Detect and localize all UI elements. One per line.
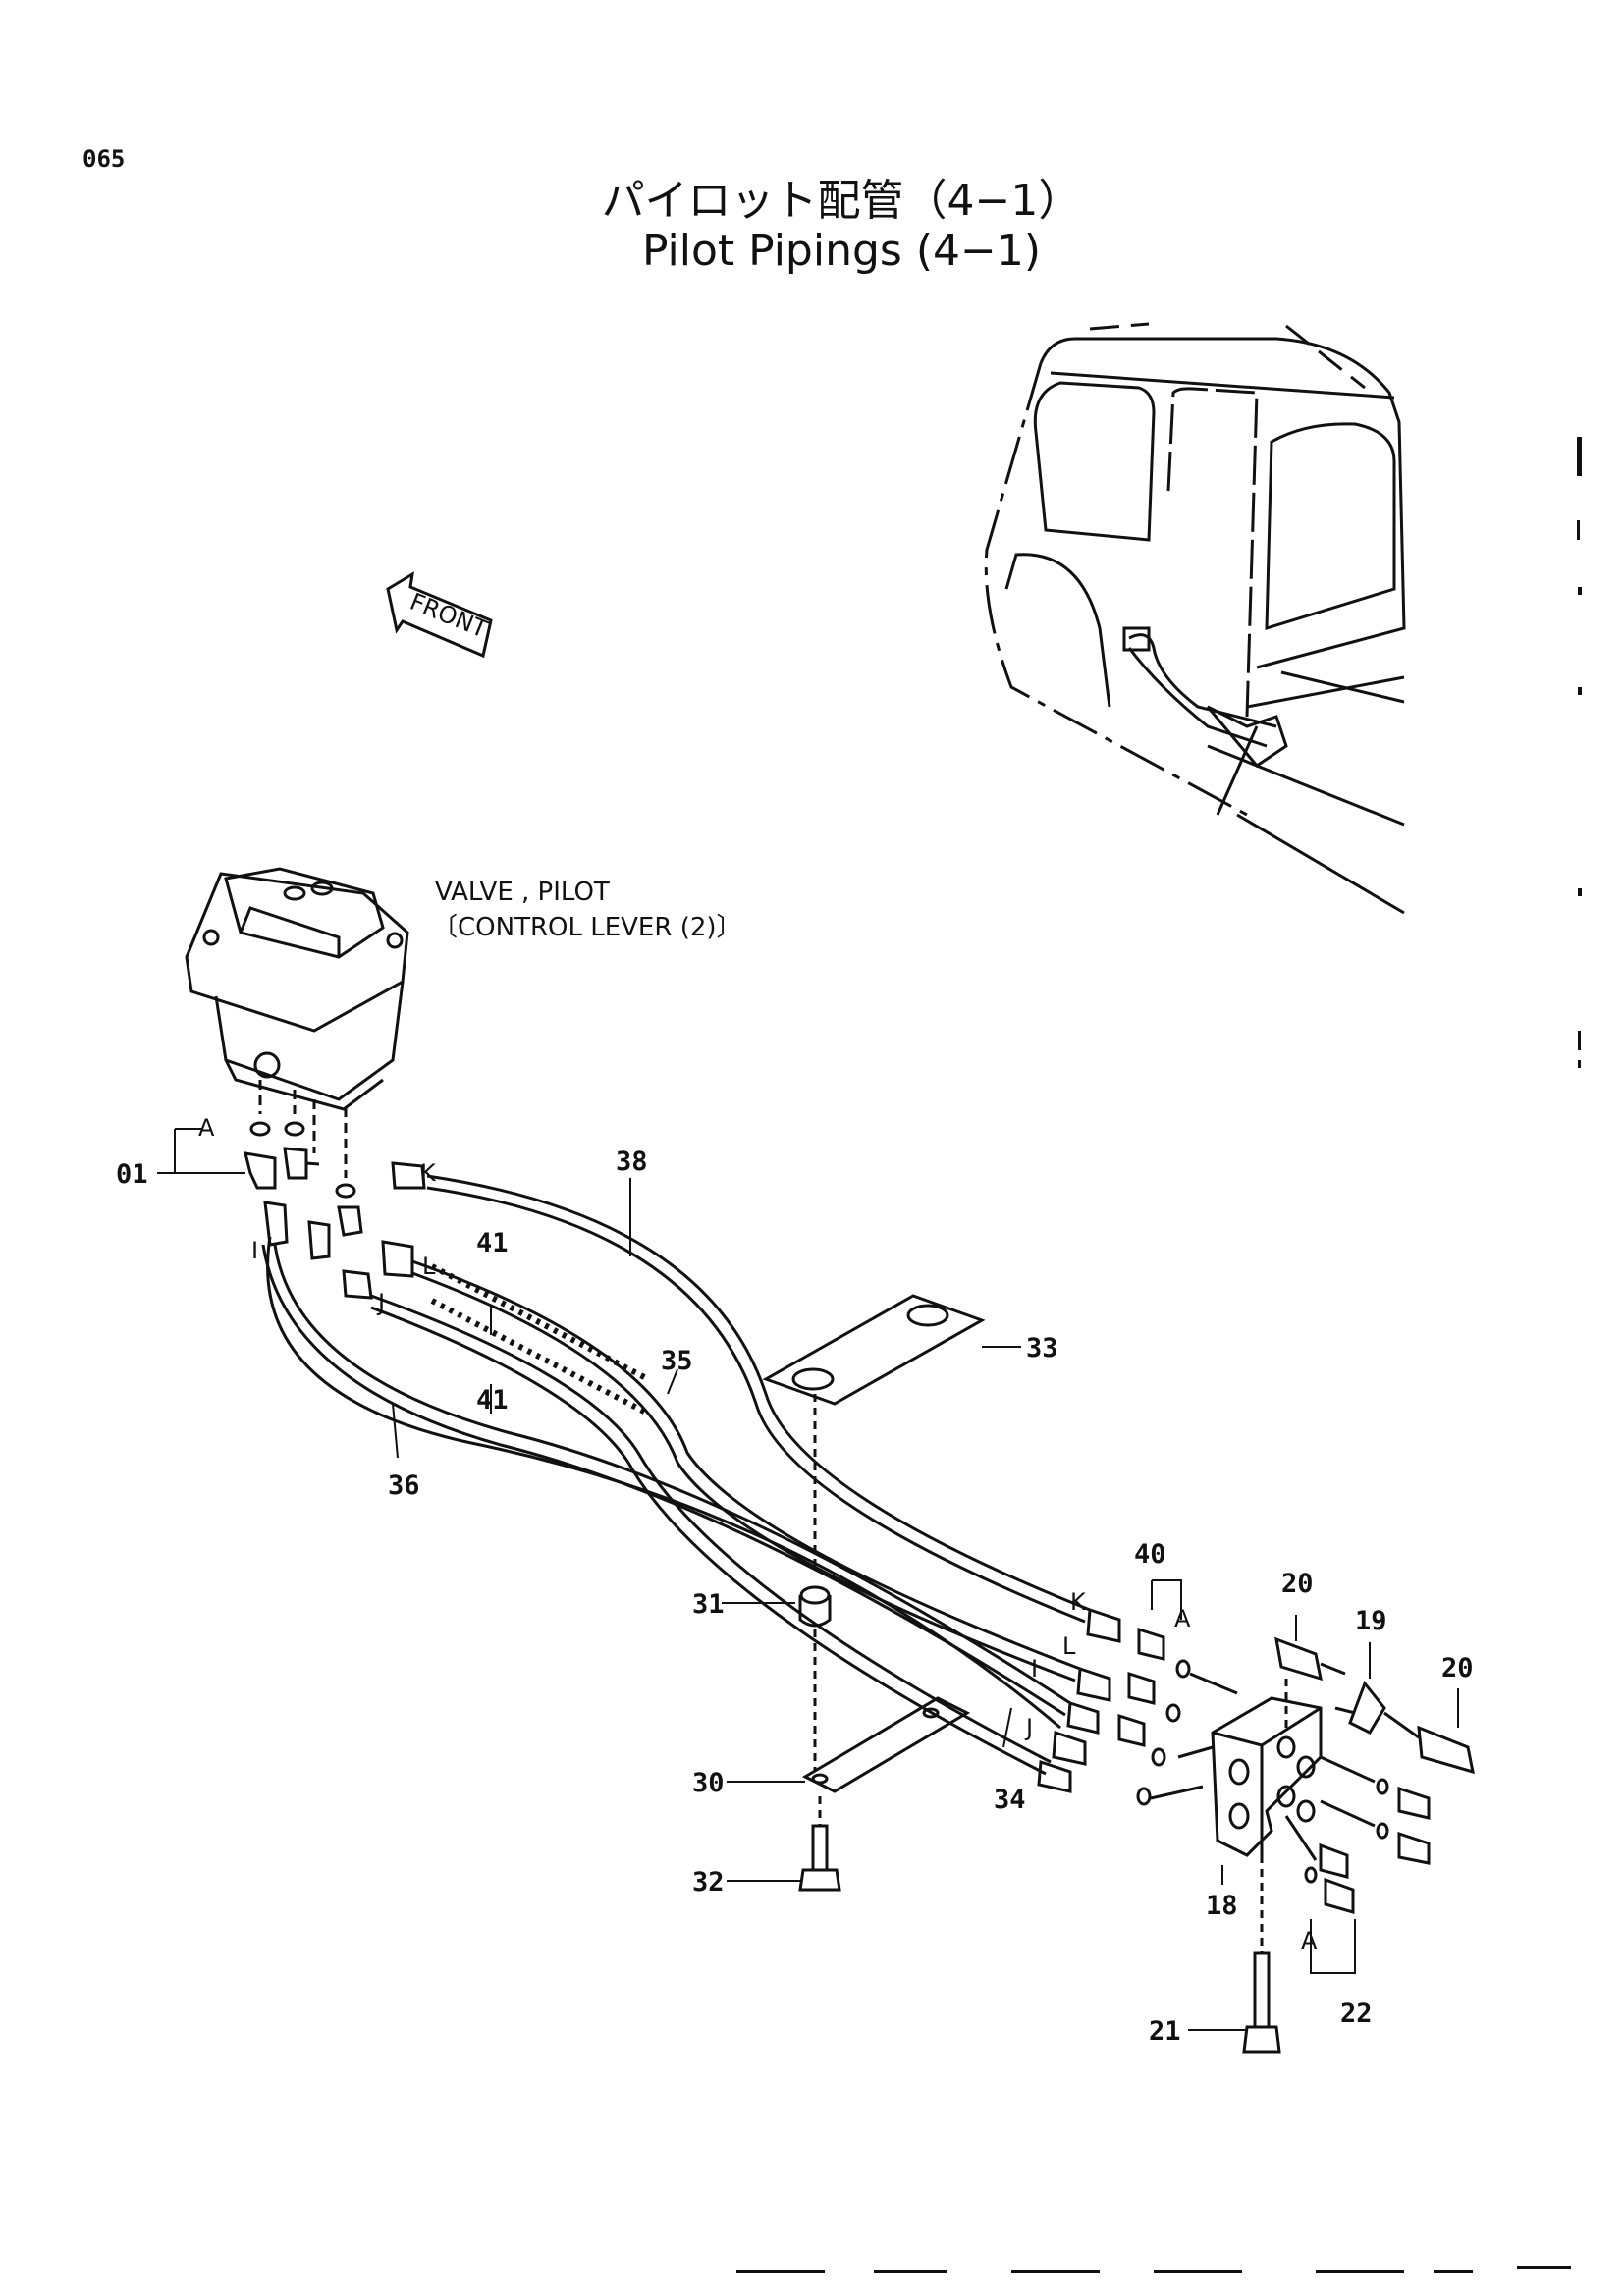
letter-i-valve: I	[251, 1237, 258, 1264]
plate-30	[801, 1696, 971, 1826]
pilot-valve-body	[185, 867, 409, 1178]
plate-33	[762, 1294, 986, 1571]
front-arrow	[386, 571, 493, 659]
callout-40: 40	[1134, 1539, 1166, 1570]
page-title-english: Pilot Pipings (4−1)	[641, 226, 1042, 276]
letter-a-right: A	[1174, 1605, 1191, 1632]
callout-35: 35	[661, 1346, 693, 1376]
spacer-31	[798, 1585, 832, 1772]
hose-guard-41	[430, 1263, 650, 1416]
callout-20-right: 20	[1441, 1653, 1474, 1683]
scan-edge-marks	[736, 437, 1582, 2273]
block-fittings	[1284, 1755, 1431, 1914]
callout-19: 19	[1355, 1606, 1387, 1636]
cab-illustration	[984, 322, 1406, 915]
callout-01: 01	[116, 1159, 148, 1190]
callout-32: 32	[692, 1867, 725, 1897]
letter-j-valve: J	[376, 1289, 385, 1316]
leader-lines	[157, 1128, 1459, 2031]
hoses	[261, 1174, 1091, 1776]
bolt-32	[798, 1824, 841, 1892]
letter-l-valve: L	[422, 1253, 436, 1280]
callout-41-lower: 41	[476, 1385, 509, 1415]
letter-a-valve: A	[198, 1114, 215, 1142]
callout-22: 22	[1340, 1999, 1373, 2029]
callout-41-upper: 41	[476, 1228, 509, 1258]
callout-34: 34	[994, 1785, 1026, 1815]
letter-a-bottom: A	[1301, 1927, 1318, 1954]
callout-36: 36	[388, 1470, 420, 1501]
callout-20-left: 20	[1281, 1569, 1314, 1599]
sensor-fittings	[1274, 1636, 1475, 1775]
valve-note-line1: VALVE , PILOT	[435, 878, 610, 907]
page-number: 065	[82, 145, 126, 173]
front-label: FRONT	[406, 588, 492, 644]
letter-j-end: J	[1024, 1714, 1033, 1741]
bolt-21	[1242, 1951, 1281, 2054]
letter-k-valve: K	[420, 1159, 437, 1187]
callout-18: 18	[1206, 1891, 1238, 1921]
callout-38: 38	[616, 1147, 648, 1177]
hose-end-fittings	[1037, 1607, 1238, 1806]
letter-l-end: L	[1062, 1632, 1076, 1660]
callout-21: 21	[1149, 2016, 1181, 2047]
callout-31: 31	[692, 1589, 725, 1620]
valve-note-line2: 〔CONTROL LEVER (2)〕	[432, 913, 742, 942]
valve-fittings	[243, 1121, 426, 1300]
page-title-japanese: パイロット配管（4−1）	[601, 176, 1082, 226]
letter-i-end: I	[1031, 1655, 1038, 1682]
letter-k-end: K	[1070, 1588, 1087, 1616]
callout-33: 33	[1026, 1333, 1058, 1363]
block-18	[1211, 1696, 1323, 1953]
callout-30: 30	[692, 1768, 725, 1798]
